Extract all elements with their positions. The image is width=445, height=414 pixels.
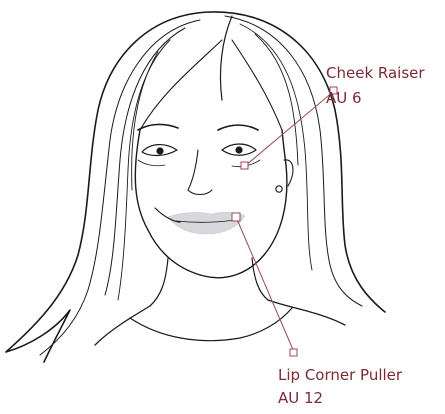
hair-left-strand-1 bbox=[40, 20, 200, 355]
hair-part bbox=[220, 16, 232, 100]
pupil-right bbox=[235, 146, 242, 153]
hair-left-outline bbox=[6, 12, 210, 362]
au12-leader-line bbox=[236, 217, 294, 352]
eyebrow-left bbox=[138, 124, 178, 130]
fringe-right bbox=[232, 40, 282, 130]
au12-marker-label bbox=[290, 349, 297, 356]
shoulder-right bbox=[268, 300, 345, 325]
pupil-left bbox=[156, 147, 163, 154]
collar bbox=[130, 308, 292, 341]
au6-marker-face bbox=[241, 162, 248, 169]
hair-right-strand-3 bbox=[255, 34, 298, 165]
au6-leader-line bbox=[245, 91, 334, 166]
au12-name: Lip Corner Puller bbox=[278, 366, 402, 385]
eye-crease-left bbox=[138, 160, 165, 166]
neck-left bbox=[150, 258, 168, 306]
earring bbox=[276, 186, 282, 192]
au6-code: AU 6 bbox=[326, 89, 425, 108]
au6-name: Cheek Raiser bbox=[326, 64, 425, 83]
au6-label: Cheek Raiser AU 6 bbox=[326, 64, 425, 108]
fringe-left bbox=[140, 40, 222, 130]
hair-left-strand-3 bbox=[118, 40, 170, 300]
nose bbox=[188, 150, 212, 195]
hair-left-strand-2 bbox=[105, 28, 185, 295]
au12-code: AU 12 bbox=[278, 389, 402, 408]
eyebrow-right bbox=[218, 125, 258, 130]
au12-marker-face bbox=[232, 213, 240, 221]
au12-label: Lip Corner Puller AU 12 bbox=[278, 366, 402, 408]
